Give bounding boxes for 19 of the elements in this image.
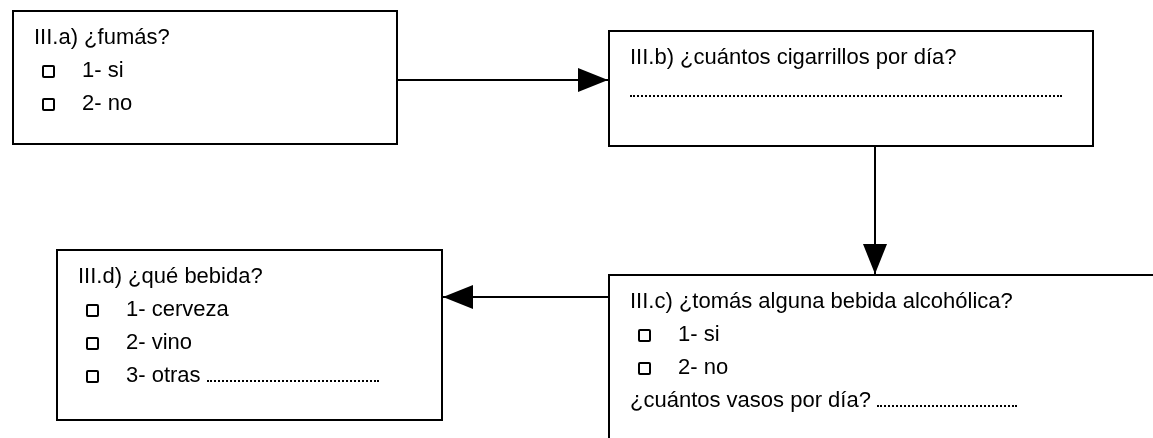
question-text: III.b) ¿cuántos cigarrillos por día? [630,43,957,71]
question-box [608,274,1153,438]
question-text: III.c) ¿tomás alguna bebida alcohólica? [630,287,1013,315]
question-box [12,10,398,145]
option-text: 2- no [678,353,729,381]
arrow [863,146,887,275]
option-text: 2- vino [126,328,193,356]
option-text: 1- si [678,320,720,348]
question-text: ¿cuántos vasos por día? [630,386,871,414]
question-box [56,249,443,421]
question-text: III.a) ¿fumás? [34,23,170,51]
option-text: 1- cerveza [126,295,229,323]
arrow [397,68,609,92]
question-text: III.d) ¿qué bebida? [78,262,263,290]
arrow [442,285,609,309]
question-box [608,30,1094,147]
option-text: 3- otras [126,361,201,389]
option-text: 1- si [82,56,124,84]
option-text: 2- no [82,89,133,117]
